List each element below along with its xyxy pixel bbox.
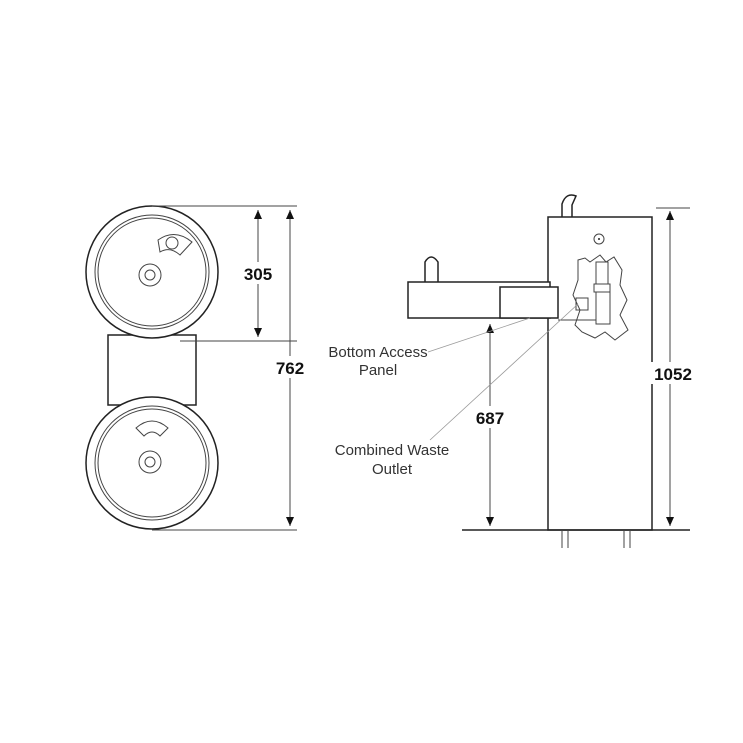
dimension-687: 687 bbox=[476, 409, 504, 428]
dimension-762: 762 bbox=[276, 359, 304, 378]
waste-outlet-label-1: Combined Waste bbox=[335, 442, 450, 459]
plan-view: 305 762 bbox=[85, 205, 308, 531]
side-view: 687 1052 Bottom Access Panel Combined Wa… bbox=[328, 194, 694, 548]
top-basin bbox=[85, 205, 219, 339]
bottom-access-panel bbox=[499, 286, 559, 319]
pedestal-column bbox=[547, 216, 653, 531]
waste-outlet-label-2: Outlet bbox=[372, 461, 413, 478]
waste-outlet bbox=[575, 297, 589, 311]
connector-body bbox=[107, 334, 197, 406]
access-panel-label-1: Bottom Access bbox=[328, 344, 427, 361]
bottom-basin bbox=[85, 396, 219, 530]
basin-bubbler bbox=[424, 256, 439, 282]
dimension-305: 305 bbox=[244, 265, 272, 284]
top-bubbler bbox=[561, 194, 578, 217]
dimension-1052: 1052 bbox=[654, 365, 692, 384]
access-panel-label-2: Panel bbox=[359, 362, 397, 379]
cutaway bbox=[572, 254, 629, 341]
